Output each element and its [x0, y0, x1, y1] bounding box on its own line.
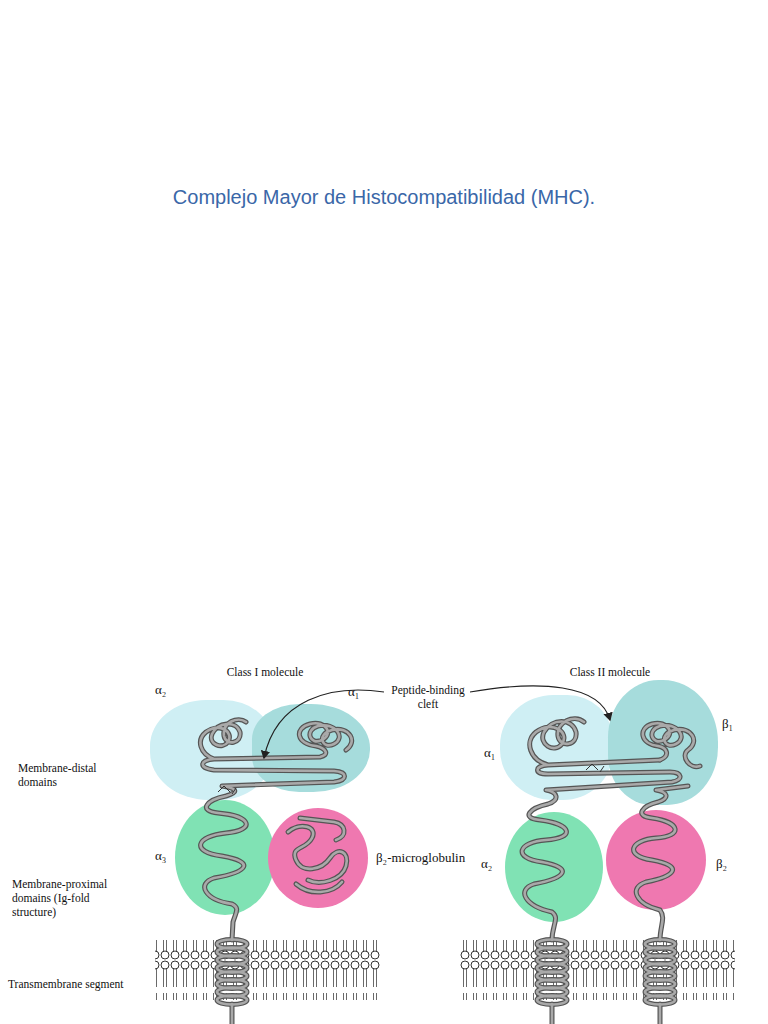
- domain-label: β₂-microglobulin: [376, 850, 465, 866]
- domain-label: β₁: [722, 716, 733, 732]
- domain-label: α₂: [481, 856, 492, 872]
- protein-domain: β₂: [606, 810, 706, 910]
- domain-label: α₁: [348, 684, 359, 700]
- page-title: Complejo Mayor de Histocompatibilidad (M…: [0, 186, 768, 209]
- domain-label: α₂: [155, 682, 166, 698]
- protein-domain: β₂-microglobulin: [268, 808, 368, 908]
- domain-label: β₂: [716, 856, 727, 872]
- cleft-label: Peptide-binding cleft: [384, 684, 472, 712]
- protein-domain: α₂: [505, 812, 603, 922]
- domain-label: α₁: [484, 745, 495, 761]
- domain-label: α₃: [155, 848, 166, 864]
- region-label: Membrane-proximal domains (Ig-fold struc…: [12, 878, 130, 919]
- molecule-heading: Class I molecule: [205, 666, 325, 680]
- protein-domain: α₃: [175, 800, 275, 915]
- protein-domain: α₁: [500, 695, 612, 800]
- region-label: Transmembrane segment: [8, 978, 158, 992]
- region-label: Membrane-distal domains: [18, 762, 123, 790]
- protein-domain: β₁: [608, 680, 718, 805]
- molecule-heading: Class II molecule: [550, 666, 670, 680]
- protein-domain: α₁: [252, 704, 370, 792]
